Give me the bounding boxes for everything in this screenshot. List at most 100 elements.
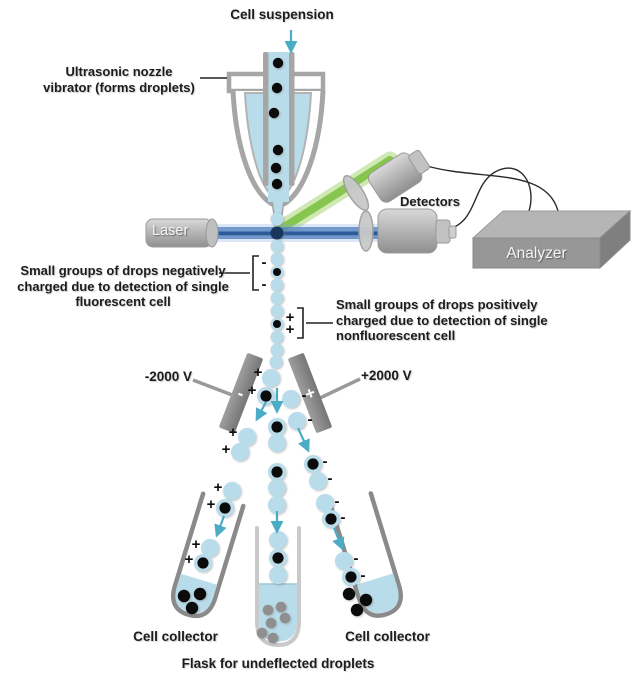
droplet (268, 479, 286, 497)
cell-in-droplet (272, 552, 284, 564)
collected-cell-dot (342, 587, 356, 601)
flask-label: Flask for undeflected droplets (181, 656, 375, 671)
plus-charge-sign: + (192, 536, 201, 553)
cell-dot (271, 82, 283, 94)
flow-arrow (214, 515, 227, 538)
ultrasonic-nozzle (226, 52, 326, 216)
bracket-icon (252, 255, 304, 339)
charge-sign-layer: ++++++++++---------- (185, 254, 366, 584)
droplet (268, 434, 286, 452)
droplet (282, 390, 300, 408)
minus-charge-sign: - (308, 411, 313, 428)
minus-charge-sign: - (354, 550, 359, 567)
undeflected-cell-dot (267, 632, 279, 644)
plus-charge-sign: + (229, 424, 238, 441)
positive-note-line1: Small groups of drops positively (336, 297, 538, 312)
detectors-label: Detectors (400, 194, 460, 209)
detector-camera-icon (377, 208, 457, 254)
cell-in-droplet (345, 571, 357, 583)
nozzle-label-line2: vibrator (forms droplets) (43, 79, 195, 95)
cell-in-droplet (260, 390, 272, 402)
plus-charge-sign: + (185, 551, 194, 568)
undeflected-cell-dot (265, 617, 277, 629)
droplet-layer (194, 212, 360, 586)
droplet (238, 428, 256, 446)
minus-charge-sign: - (341, 509, 346, 526)
droplet (270, 291, 284, 305)
flow-arrow-layer (214, 30, 345, 551)
laser-intersection-droplet (270, 226, 284, 240)
positive-note-line2: charged due to detection of single (336, 312, 548, 328)
collected-cell-dot (185, 601, 199, 615)
cell-dot (272, 57, 284, 69)
cell-suspension-label: Cell suspension (230, 7, 334, 22)
note-pointer-lines (200, 77, 333, 324)
minus-charge-sign: - (262, 254, 267, 271)
droplet (270, 239, 284, 253)
droplet (223, 482, 241, 500)
negative-note-line3: fluorescent cell (75, 294, 171, 309)
plus-charge-sign: + (222, 441, 231, 458)
voltage-pointer-line (319, 377, 361, 400)
plus-charge-sign: + (207, 496, 216, 513)
plus-charge-sign: + (286, 321, 295, 338)
droplet (270, 252, 284, 266)
positive-charge-note: Small groups of drops positively charged… (336, 297, 561, 344)
cell-in-droplet (197, 557, 209, 569)
cell-in-droplet (307, 458, 319, 470)
fluorescence-beam (272, 151, 399, 238)
droplet (335, 552, 353, 570)
droplet (269, 531, 287, 549)
laser-label: Laser (152, 223, 189, 239)
lens-icon (342, 175, 370, 211)
cell-dot (271, 178, 283, 190)
cell-in-droplet (325, 513, 337, 525)
negative-charge-note: Small groups of drops negatively charged… (8, 263, 238, 310)
detector-wires (426, 165, 559, 231)
droplet (270, 304, 284, 318)
droplet (316, 494, 334, 512)
collected-cell-dot (350, 603, 364, 617)
droplet (262, 369, 280, 387)
collected-cell-dot (193, 587, 207, 601)
analyzer-box-icon (471, 209, 632, 270)
plus-charge-sign: + (254, 364, 263, 381)
left-collector-label: Cell collector (133, 629, 218, 644)
cell-dot (270, 162, 282, 174)
droplet (231, 443, 249, 461)
negative-note-line1: Small groups of drops negatively (20, 263, 226, 278)
nozzle-label-line1: Ultrasonic nozzle (65, 64, 173, 79)
minus-charge-sign: - (302, 387, 307, 404)
right-voltage-label: +2000 V (361, 368, 412, 383)
cell-dot (268, 107, 280, 119)
flow-arrow (332, 527, 345, 551)
droplet (269, 566, 287, 584)
droplet (270, 343, 284, 357)
minus-charge-sign: - (335, 493, 340, 510)
collected-cell-dot (359, 593, 373, 607)
undeflected-cell-dot (279, 612, 291, 624)
undeflected-cell-dot (262, 604, 274, 616)
droplet (269, 355, 283, 369)
cell-in-droplet (271, 466, 283, 478)
cell-in-droplet (272, 319, 282, 329)
cell-in-droplet (219, 502, 231, 514)
nozzle-label: Ultrasonic nozzle vibrator (forms drople… (28, 64, 210, 95)
droplet (270, 330, 284, 344)
plus-charge-sign: + (214, 479, 223, 496)
flow-arrow (255, 401, 268, 422)
minus-charge-sign: - (328, 470, 333, 487)
minus-charge-sign: - (262, 276, 267, 293)
droplet (268, 496, 286, 514)
cell-in-droplet (271, 421, 283, 433)
cell-in-droplet (272, 267, 282, 277)
laser-cylinder-icon (145, 218, 219, 248)
droplet (270, 212, 284, 226)
lens-icon (358, 210, 374, 252)
cell-dot (272, 144, 284, 156)
droplet (270, 278, 284, 292)
flow-arrow (296, 427, 310, 453)
cell-dot-layer (177, 57, 373, 644)
positive-note-line3: nonfluorescent cell (336, 328, 456, 343)
